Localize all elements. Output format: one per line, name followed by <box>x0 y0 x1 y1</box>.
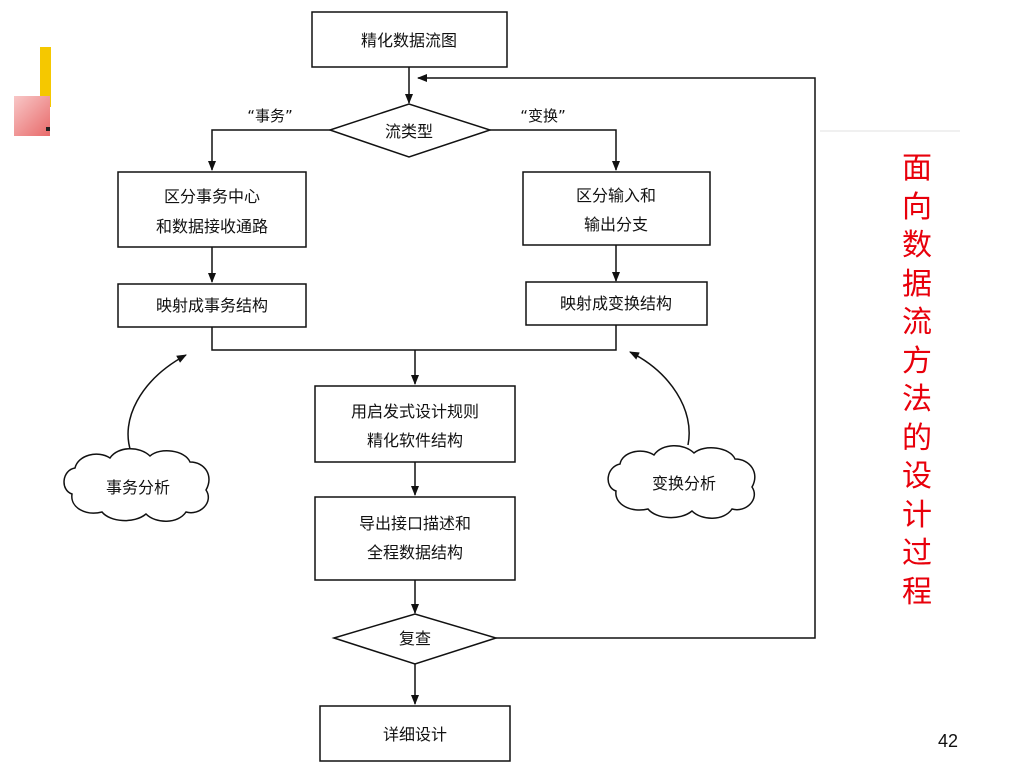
slide-divider <box>820 130 960 132</box>
label-flow-type: 流类型 <box>385 122 433 141</box>
slide-accent-square <box>14 96 50 136</box>
label-transaction-center-line2: 和数据接收通路 <box>156 217 268 236</box>
label-io-branches-line2: 输出分支 <box>584 215 648 234</box>
cloud-transaction-analysis <box>63 448 210 522</box>
box-io-branches <box>522 171 711 246</box>
edge-label-transform: “变换” <box>520 107 566 125</box>
label-map-transform: 映射成变换结构 <box>560 294 672 313</box>
label-transaction-center-line1: 区分事务中心 <box>164 187 260 206</box>
label-review: 复查 <box>399 629 431 648</box>
cloud-transform-analysis <box>607 445 756 519</box>
slide-accent-bar <box>40 47 51 107</box>
label-heuristics-line2: 精化软件结构 <box>367 431 463 450</box>
curve-transaction-analysis <box>127 354 187 453</box>
slide-bullet-dot <box>46 127 50 131</box>
label-heuristics-line1: 用启发式设计规则 <box>351 402 479 421</box>
label-interface-line2: 全程数据结构 <box>367 543 463 562</box>
box-map-transform <box>525 281 708 326</box>
label-transaction-analysis: 事务分析 <box>106 478 170 497</box>
label-detailed-design: 详细设计 <box>383 725 447 744</box>
box-heuristics <box>314 385 516 463</box>
label-map-transaction: 映射成事务结构 <box>156 296 268 315</box>
box-transaction-center <box>117 171 307 248</box>
label-io-branches-line1: 区分输入和 <box>576 186 656 205</box>
page-number: 42 <box>938 731 959 751</box>
box-interface <box>314 496 516 581</box>
box-detailed-design <box>319 705 511 762</box>
label-interface-line1: 导出接口描述和 <box>359 514 471 533</box>
edge-feedback-loop <box>417 74 816 639</box>
diamond-flow-type <box>327 103 493 158</box>
label-transform-analysis: 变换分析 <box>652 474 716 493</box>
box-refine-dfd <box>311 11 508 68</box>
edge-label-transaction: “事务” <box>247 107 293 125</box>
curve-transform-analysis <box>629 351 690 446</box>
edge-merge <box>211 325 617 351</box>
edge-transaction-branch <box>208 129 330 171</box>
slide-title: 面向数据流方法的设计过程 <box>902 151 932 610</box>
diamond-review <box>331 613 499 665</box>
box-map-transaction <box>117 283 307 328</box>
label-refine-dfd: 精化数据流图 <box>361 31 457 50</box>
edge-transform-branch <box>490 129 620 171</box>
